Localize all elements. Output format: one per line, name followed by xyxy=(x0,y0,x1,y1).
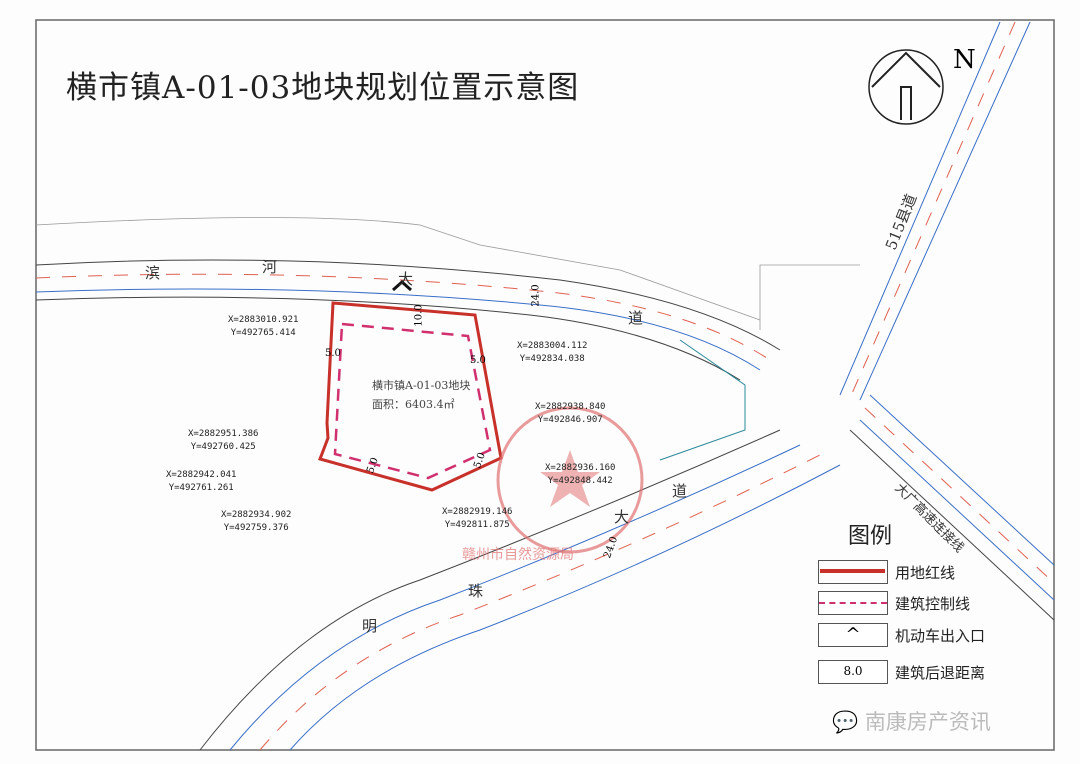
legend-item: 建筑控制线 xyxy=(895,595,971,613)
plot-area: 面积：6403.4㎡ xyxy=(372,398,455,411)
plot-label: 横市镇A-01-03地块 面积：6403.4㎡ xyxy=(372,376,470,414)
building-control-line xyxy=(333,322,492,480)
road-mingzhu xyxy=(199,429,841,751)
road-label: 大 xyxy=(398,270,414,288)
stamp-text: 赣州市自然资源局 xyxy=(462,547,574,563)
north-arrow-icon xyxy=(868,49,944,125)
road-label: 珠 xyxy=(468,582,484,600)
road-label: 道 xyxy=(628,309,644,327)
vehicle-entrance-icon xyxy=(392,279,412,292)
road-binhe xyxy=(35,259,781,381)
setback-label: 10.0 xyxy=(413,304,425,327)
legend-title: 图例 xyxy=(848,524,893,549)
legend-control-line-sample xyxy=(818,591,888,615)
legend-item: 机动车出入口 xyxy=(895,627,986,645)
watermark: 💬 南康房产资讯 xyxy=(832,710,991,734)
road-label: 大 xyxy=(614,508,630,526)
land-red-line xyxy=(318,301,503,492)
official-stamp xyxy=(496,406,644,554)
legend-item: 建筑后退距离 xyxy=(895,664,986,682)
road-label: 河 xyxy=(262,258,278,276)
legend-setback-sample: 8.0 xyxy=(818,660,888,684)
plot-name: 横市镇A-01-03地块 xyxy=(372,379,471,392)
north-label: N xyxy=(953,45,976,75)
setback-label: 5.0 xyxy=(470,355,486,366)
road-label: 滨 xyxy=(145,264,161,282)
legend-entrance-sample: ^ xyxy=(818,623,888,647)
road-daguang xyxy=(849,394,1055,621)
legend-red-line-sample xyxy=(818,560,888,584)
map-frame xyxy=(35,19,1055,751)
map-title: 横市镇A-01-03地块规划位置示意图 xyxy=(66,70,580,106)
road-width-label: 24.0 xyxy=(530,284,542,307)
road-label: 道 xyxy=(672,482,688,500)
wechat-icon: 💬 xyxy=(832,710,859,734)
setback-label: 5.0 xyxy=(325,348,341,359)
road-515 xyxy=(839,21,1031,401)
road-label: 明 xyxy=(362,617,378,635)
legend-item: 用地红线 xyxy=(895,564,956,582)
